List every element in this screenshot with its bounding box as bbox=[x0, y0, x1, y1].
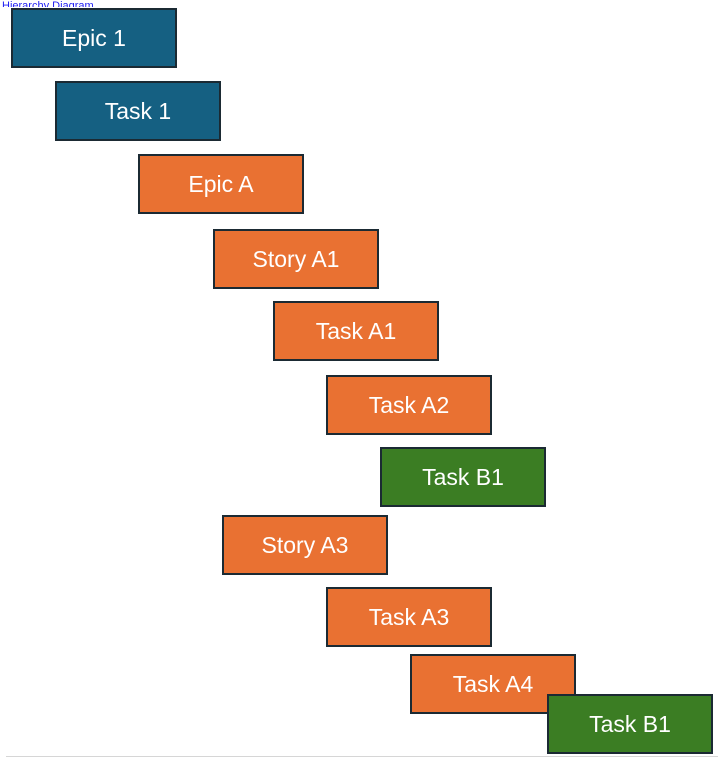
node-task-b1-lower[interactable]: Task B1 bbox=[547, 694, 713, 754]
node-task-a2[interactable]: Task A2 bbox=[326, 375, 492, 435]
node-label: Epic 1 bbox=[62, 24, 126, 51]
node-label: Task B1 bbox=[589, 710, 671, 737]
node-label: Story A3 bbox=[261, 531, 349, 558]
node-label: Task A3 bbox=[368, 603, 450, 630]
node-task-1[interactable]: Task 1 bbox=[55, 81, 221, 141]
bottom-divider bbox=[6, 756, 718, 757]
node-label: Task A2 bbox=[368, 391, 450, 418]
top-link[interactable]: Hierarchy Diagram bbox=[2, 0, 94, 7]
node-story-a1[interactable]: Story A1 bbox=[213, 229, 379, 289]
node-task-a3[interactable]: Task A3 bbox=[326, 587, 492, 647]
node-label: Task 1 bbox=[104, 97, 172, 124]
node-label: Story A1 bbox=[252, 245, 340, 272]
node-epic-1[interactable]: Epic 1 bbox=[11, 8, 177, 68]
node-story-a3[interactable]: Story A3 bbox=[222, 515, 388, 575]
node-label: Task A4 bbox=[452, 670, 534, 697]
node-label: Task A1 bbox=[315, 317, 397, 344]
node-epic-a[interactable]: Epic A bbox=[138, 154, 304, 214]
node-label: Epic A bbox=[188, 170, 254, 197]
node-task-a1[interactable]: Task A1 bbox=[273, 301, 439, 361]
node-label: Task B1 bbox=[422, 463, 504, 490]
node-task-b1-upper[interactable]: Task B1 bbox=[380, 447, 546, 507]
